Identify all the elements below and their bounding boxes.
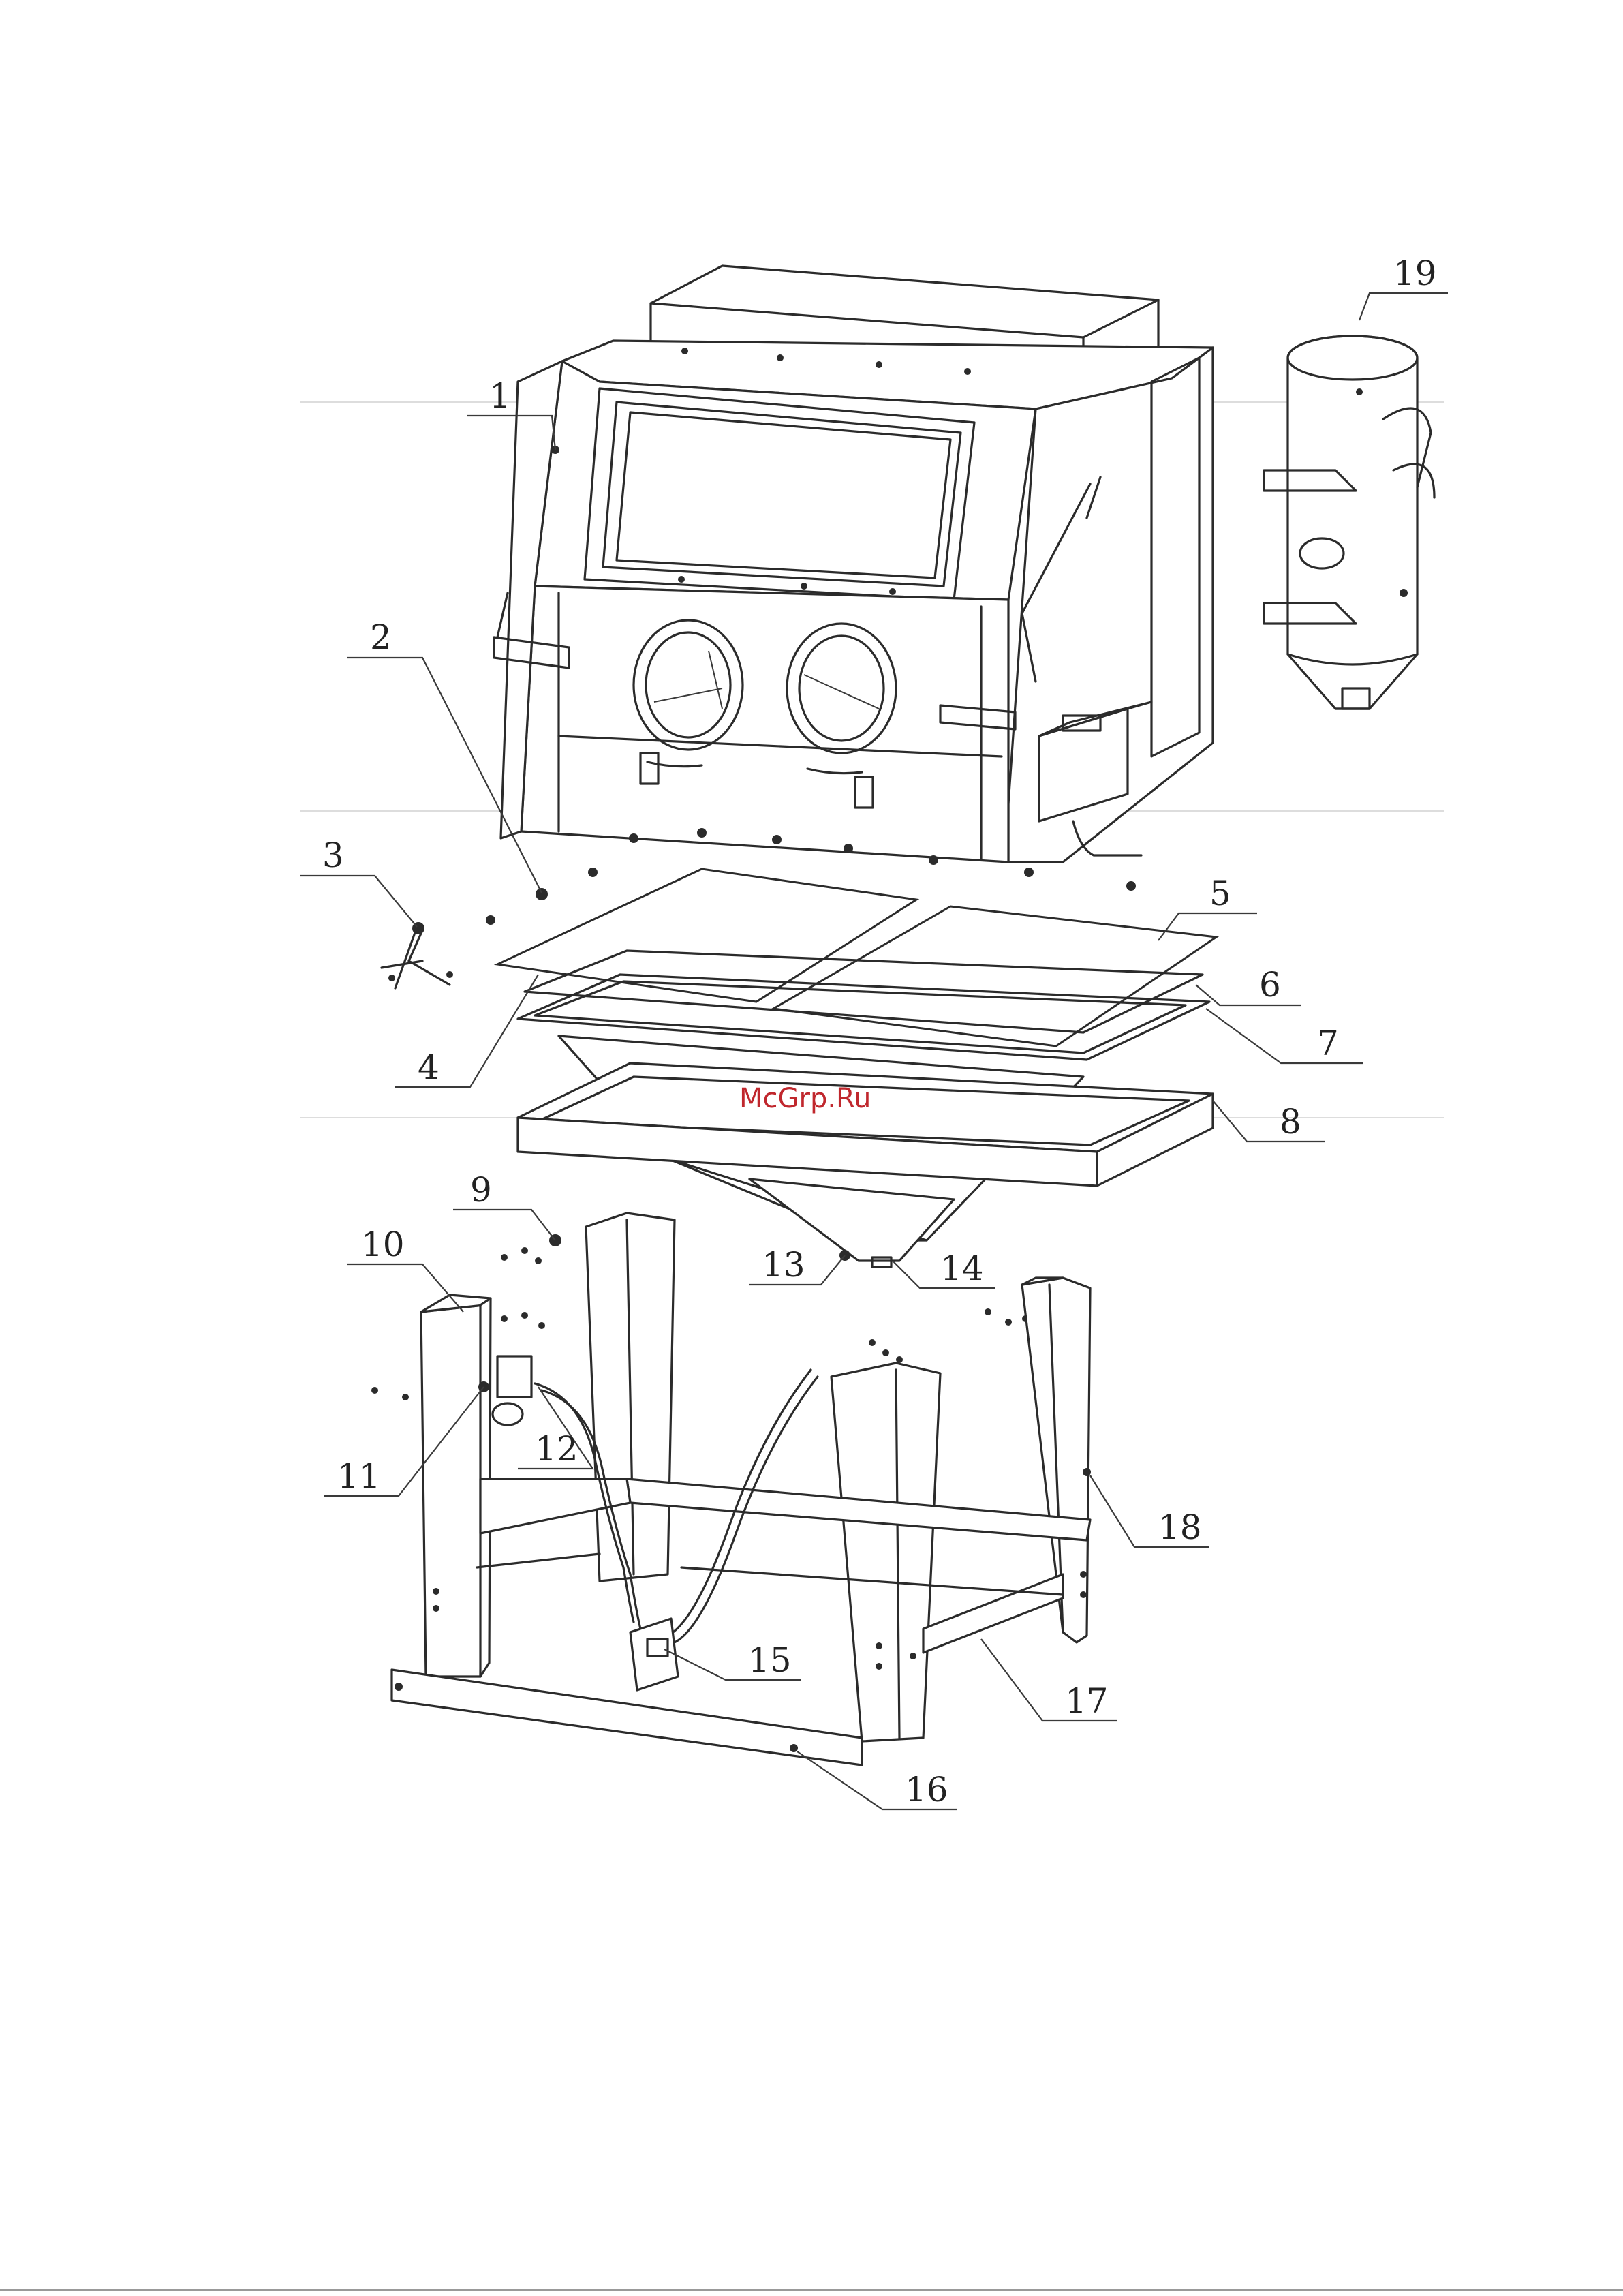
part-label-16: 16 bbox=[905, 1770, 948, 1809]
part-label-7: 7 bbox=[1317, 1024, 1339, 1063]
dust-collector bbox=[1264, 336, 1434, 709]
part-label-19: 19 bbox=[1393, 254, 1437, 293]
cabinet bbox=[494, 266, 1213, 862]
part-label-8: 8 bbox=[1280, 1102, 1301, 1142]
part-label-5: 5 bbox=[1209, 874, 1231, 913]
part-label-11: 11 bbox=[337, 1456, 381, 1496]
blast-gun bbox=[382, 922, 453, 988]
part-label-2: 2 bbox=[370, 617, 392, 657]
part-label-18: 18 bbox=[1158, 1507, 1202, 1547]
part-label-6: 6 bbox=[1259, 965, 1281, 1005]
stand bbox=[371, 1213, 1091, 1765]
part-label-9: 9 bbox=[470, 1170, 492, 1210]
part-label-15: 15 bbox=[748, 1640, 792, 1680]
part-label-12: 12 bbox=[535, 1429, 578, 1469]
part-label-14: 14 bbox=[940, 1249, 984, 1288]
watermark: McGrp.Ru bbox=[739, 1083, 871, 1114]
part-label-4: 4 bbox=[418, 1047, 439, 1087]
part-label-1: 1 bbox=[489, 376, 511, 416]
part-label-3: 3 bbox=[322, 836, 344, 875]
part-label-17: 17 bbox=[1065, 1681, 1109, 1721]
part-label-10: 10 bbox=[361, 1225, 405, 1264]
part-label-13: 13 bbox=[762, 1245, 805, 1285]
